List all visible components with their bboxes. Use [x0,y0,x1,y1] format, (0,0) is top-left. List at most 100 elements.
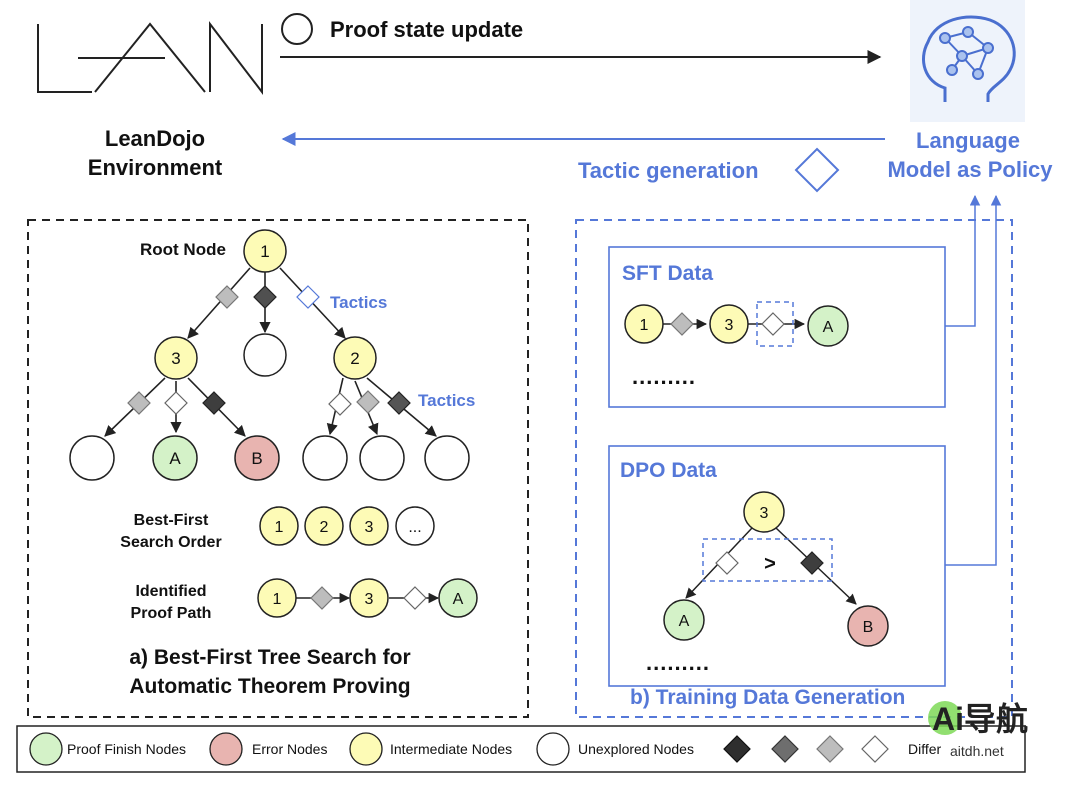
proof-path-node: 1 [257,578,297,618]
tree-node [424,435,470,481]
dpo-leaf-node: B [847,605,889,647]
legend-white-swatch [536,732,570,766]
sft-diamond-white-icon [761,312,785,336]
brain-icon [910,0,1025,122]
proof-state-label: Proof state update [330,17,523,42]
lean-logo [37,21,263,95]
dpo-ellipsis: ......... [646,650,710,675]
legend-differ: Differ [908,741,942,757]
svg-text:A: A [169,449,181,468]
svg-text:3: 3 [760,505,769,522]
best-first-label-line1: Best-First [134,512,209,529]
legend-diamond-light-icon [816,735,844,763]
svg-text:Ai导航: Ai导航 [932,701,1028,737]
tree-node [359,435,405,481]
root-node-value: 1 [260,242,269,261]
sft-title: SFT Data [622,262,713,285]
tactic-diamond-mid-icon [215,285,239,309]
sft-node: 3 [709,304,749,344]
dpo-title: DPO Data [620,459,717,482]
tactic-diamond-mid-icon [356,390,380,414]
proof-path-node: A [438,578,478,618]
tactic-diamond-icon [794,147,840,193]
policy-line1: Language [916,128,1020,153]
legend-yellow-swatch [349,732,383,766]
svg-text:2: 2 [350,349,359,368]
path-diamond-mid-icon [310,586,334,610]
training-panel [575,219,1013,718]
tactic-diamond-white-icon [164,391,188,415]
dpo-compare-sign: > [764,553,776,575]
root-node-label: Root Node [140,240,226,259]
svg-text:1: 1 [273,591,282,608]
panel-a-caption-line2: Automatic Theorem Proving [129,675,410,698]
dpo-box [608,445,946,687]
tree-node [243,333,287,377]
tactic-diamond-dark-icon [202,391,226,415]
svg-text:B: B [251,449,262,468]
proof-path-label-line2: Proof Path [131,605,212,622]
search-order-node: 3 [349,506,389,546]
panel-a-caption-line1: a) Best-First Tree Search for [129,646,410,669]
search-order-node: 1 [259,506,299,546]
env-name-line1: LeanDojo [105,126,205,151]
dpo-highlight-box [702,538,833,582]
tactic-diamond-mid-icon [127,391,151,415]
sft-to-policy-arrow [945,194,981,327]
svg-text:aitdh.net: aitdh.net [950,743,1004,759]
tactic-generation-label: Tactic generation [578,158,759,183]
legend-proof-finish: Proof Finish Nodes [67,741,186,757]
dpo-to-policy-arrow [945,194,1002,566]
sft-ellipsis: ......... [632,364,696,389]
tree-node [302,435,348,481]
panel-b-caption: b) Training Data Generation [630,686,905,709]
tree-node: 2 [333,336,377,380]
search-order-node: ... [395,506,435,546]
svg-text:1: 1 [275,519,284,536]
root-node: 1 [243,229,287,273]
svg-text:A: A [679,613,690,630]
tactic-diamond-dark-icon [387,391,411,415]
step-circle-icon [281,13,313,45]
path-diamond-white-icon [403,586,427,610]
legend-unexplored: Unexplored Nodes [578,741,694,757]
tactic-diamond-dark-icon [253,285,277,309]
legend-diamond-mid-icon [771,735,799,763]
svg-text:2: 2 [320,519,329,536]
legend-red-swatch [209,732,243,766]
tree-node [69,435,115,481]
policy-line2: Model as Policy [887,157,1053,182]
search-order-node: 2 [304,506,344,546]
dpo-leaf-node: A [663,599,705,641]
legend-diamond-white-icon [861,735,889,763]
tree-search-panel [27,219,529,718]
dpo-diamond-dark-icon [800,551,824,575]
tactic-diamond-white-icon [328,392,352,416]
legend-intermediate: Intermediate Nodes [390,741,512,757]
sft-highlight-box [756,301,794,347]
tactics-label-2: Tactics [418,391,475,410]
sft-node: A [807,305,849,347]
sft-node: 1 [624,304,664,344]
proof-path-label-line1: Identified [135,583,206,600]
tree-node: B [234,435,280,481]
svg-text:B: B [863,619,874,636]
legend-box [16,725,1026,773]
best-first-label-line2: Search Order [120,534,221,551]
watermark-logo: Ai导航 aitdh.net [928,701,1028,759]
dpo-root-node: 3 [743,491,785,533]
dpo-diamond-white-icon [715,551,739,575]
proof-path-node: 3 [349,578,389,618]
legend-green-swatch [29,732,63,766]
svg-text:3: 3 [725,317,734,334]
svg-text:...: ... [408,519,421,536]
svg-text:3: 3 [171,349,180,368]
svg-text:A: A [823,319,834,336]
sft-diamond-mid-icon [670,312,694,336]
svg-text:3: 3 [365,519,374,536]
tree-node: A [152,435,198,481]
svg-text:3: 3 [365,591,374,608]
legend-diamond-dark-icon [723,735,751,763]
svg-text:1: 1 [640,317,649,334]
